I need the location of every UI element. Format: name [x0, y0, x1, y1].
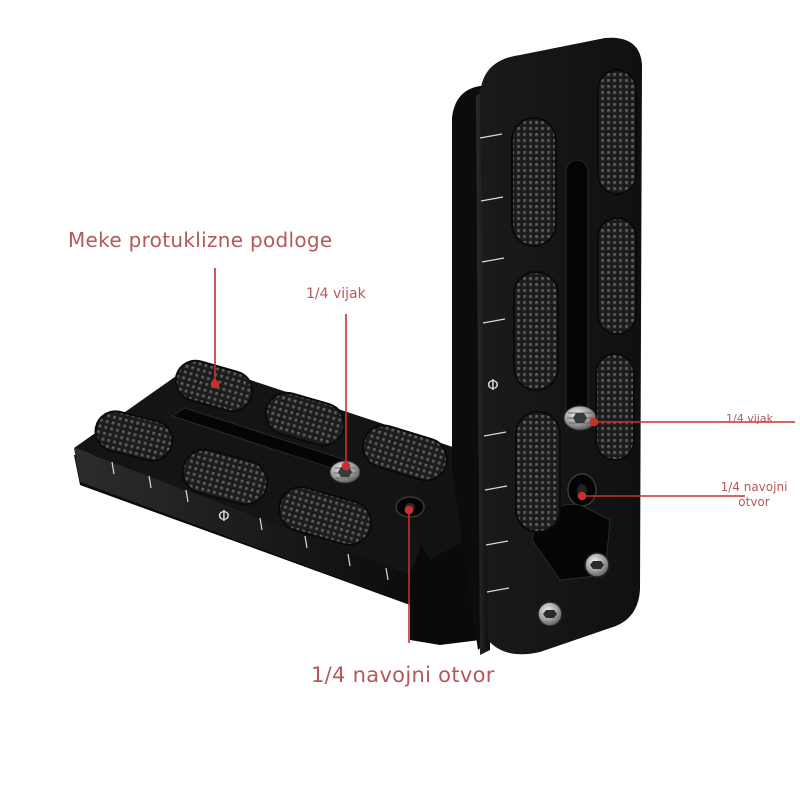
callout-vertical-screw: 1/4 vijak — [726, 412, 773, 425]
base-anti-slip-pads — [94, 359, 449, 546]
vertical-quarter-inch-screw — [563, 405, 597, 431]
vertical-scale-symbol: Φ — [487, 376, 499, 394]
callout-lines — [210, 268, 795, 643]
callout-vertical-hole-line1: 1/4 navojni — [720, 480, 788, 494]
base-scale — [111, 461, 389, 581]
vertical-scale — [479, 133, 510, 593]
vertical-anti-slip-pads — [511, 69, 637, 533]
callout-vertical-hole-line2: otvor — [738, 495, 770, 509]
callout-anti-slip-pads: Meke protuklizne podloge — [68, 228, 333, 252]
base-quarter-inch-screw — [329, 460, 361, 484]
callout-base-screw: 1/4 vijak — [306, 286, 366, 302]
hex-bolts — [537, 552, 610, 627]
callout-base-threaded-hole: 1/4 navojni otvor — [311, 663, 495, 687]
callout-vertical-threaded-hole: 1/4 navojni otvor — [712, 480, 796, 510]
base-scale-symbol: Φ — [218, 507, 230, 525]
